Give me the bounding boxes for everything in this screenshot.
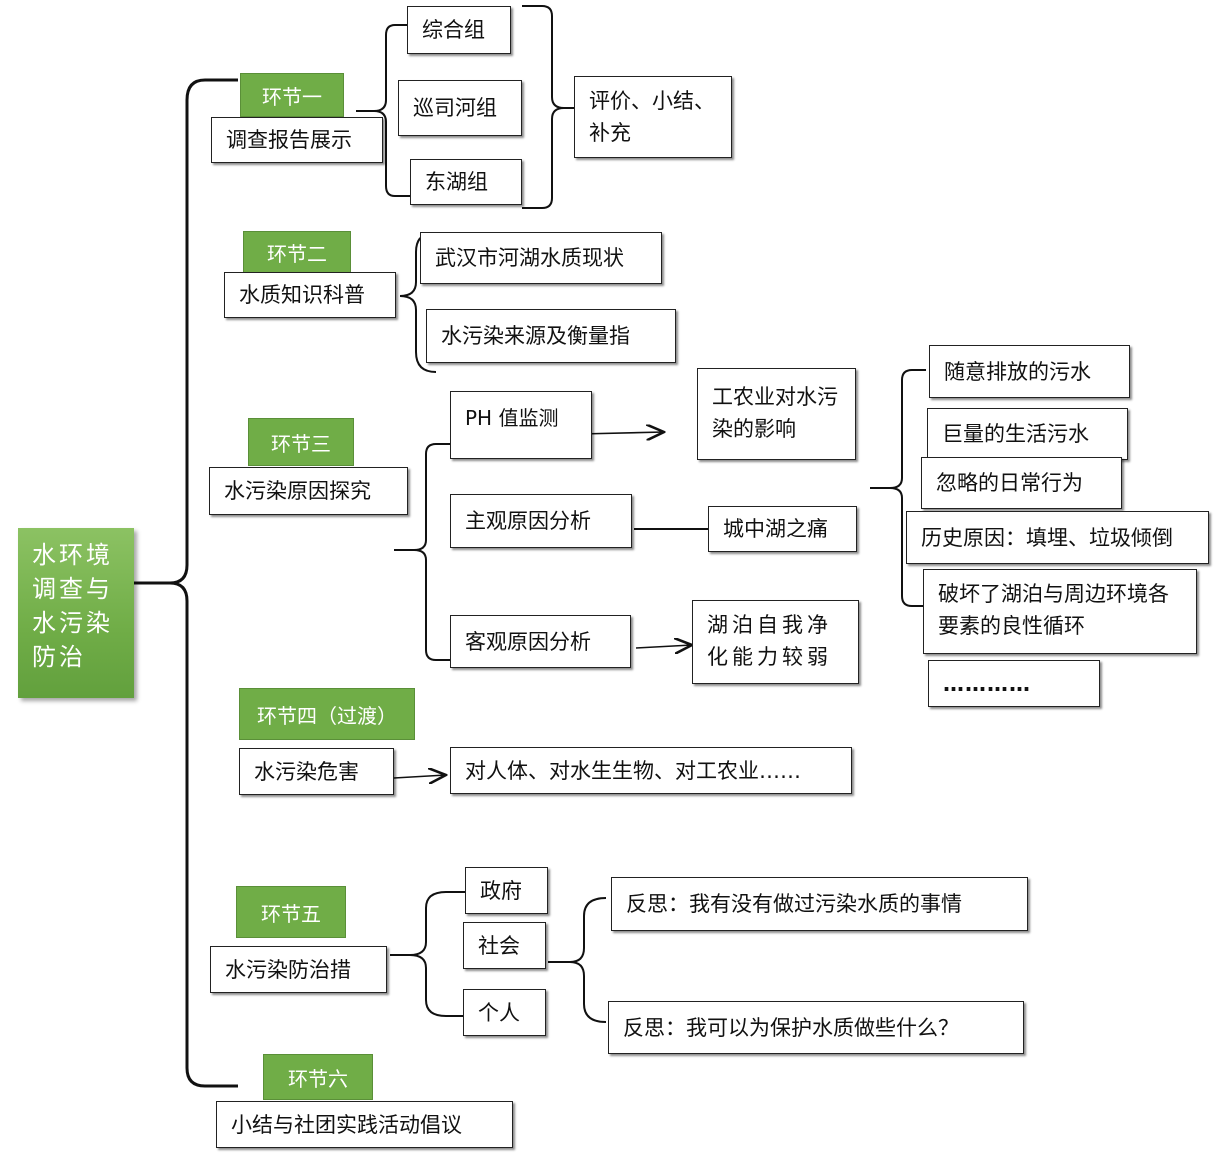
cause-6: …………: [928, 660, 1100, 707]
tag-section-6: 环节六: [263, 1054, 373, 1100]
tag-section-1: 环节一: [240, 73, 344, 117]
group-1: 综合组: [407, 6, 511, 54]
group-2: 巡司河组: [398, 80, 522, 136]
ph-result: 工农业对水污染的影响: [697, 368, 856, 460]
objective-analysis: 客观原因分析: [450, 615, 631, 668]
root-title: 水环境调查与水污染防治: [18, 528, 134, 698]
section-6-title: 小结与社团实践活动倡议: [216, 1101, 513, 1148]
arrow-ph: [579, 432, 664, 434]
group-3: 东湖组: [410, 159, 522, 205]
section-5-title: 水污染防治措: [210, 946, 387, 993]
subjective-result: 城中湖之痛: [708, 506, 857, 552]
section-3-title: 水污染原因探究: [209, 467, 408, 515]
tag-section-2: 环节二: [243, 231, 351, 273]
cause-1: 随意排放的污水: [929, 345, 1130, 398]
actor-government: 政府: [465, 867, 548, 914]
reflection-2: 反思：我可以为保护水质做些什么？: [608, 1001, 1024, 1054]
arrow-harm: [393, 775, 446, 778]
s2-item-2: 水污染来源及衡量指: [426, 309, 676, 363]
actor-society: 社会: [463, 922, 546, 969]
ph-monitor: PH 值监测: [450, 391, 592, 459]
section-4-title: 水污染危害: [239, 748, 394, 795]
subjective-analysis: 主观原因分析: [450, 494, 632, 548]
objective-result: 湖泊自我净化能力较弱: [692, 600, 859, 684]
tag-section-4: 环节四（过渡）: [239, 688, 415, 740]
harm-result: 对人体、对水生生物、对工农业……: [450, 747, 852, 794]
cause-3: 忽略的日常行为: [921, 457, 1122, 509]
cause-4: 历史原因：填埋、垃圾倾倒: [906, 511, 1209, 564]
summary-box: 评价、小结、补充: [574, 76, 732, 158]
section-1-title: 调查报告展示: [211, 117, 383, 163]
actor-individual: 个人: [463, 989, 546, 1036]
tag-section-3: 环节三: [248, 418, 354, 466]
cause-5: 破坏了湖泊与周边环境各要素的良性循环: [923, 569, 1197, 654]
arrow-objective: [635, 645, 692, 648]
tag-section-5: 环节五: [236, 886, 346, 938]
reflection-1: 反思：我有没有做过污染水质的事情: [611, 877, 1028, 931]
cause-2: 巨量的生活污水: [927, 408, 1128, 460]
s2-item-1: 武汉市河湖水质现状: [420, 232, 662, 284]
section-2-title: 水质知识科普: [224, 272, 396, 318]
